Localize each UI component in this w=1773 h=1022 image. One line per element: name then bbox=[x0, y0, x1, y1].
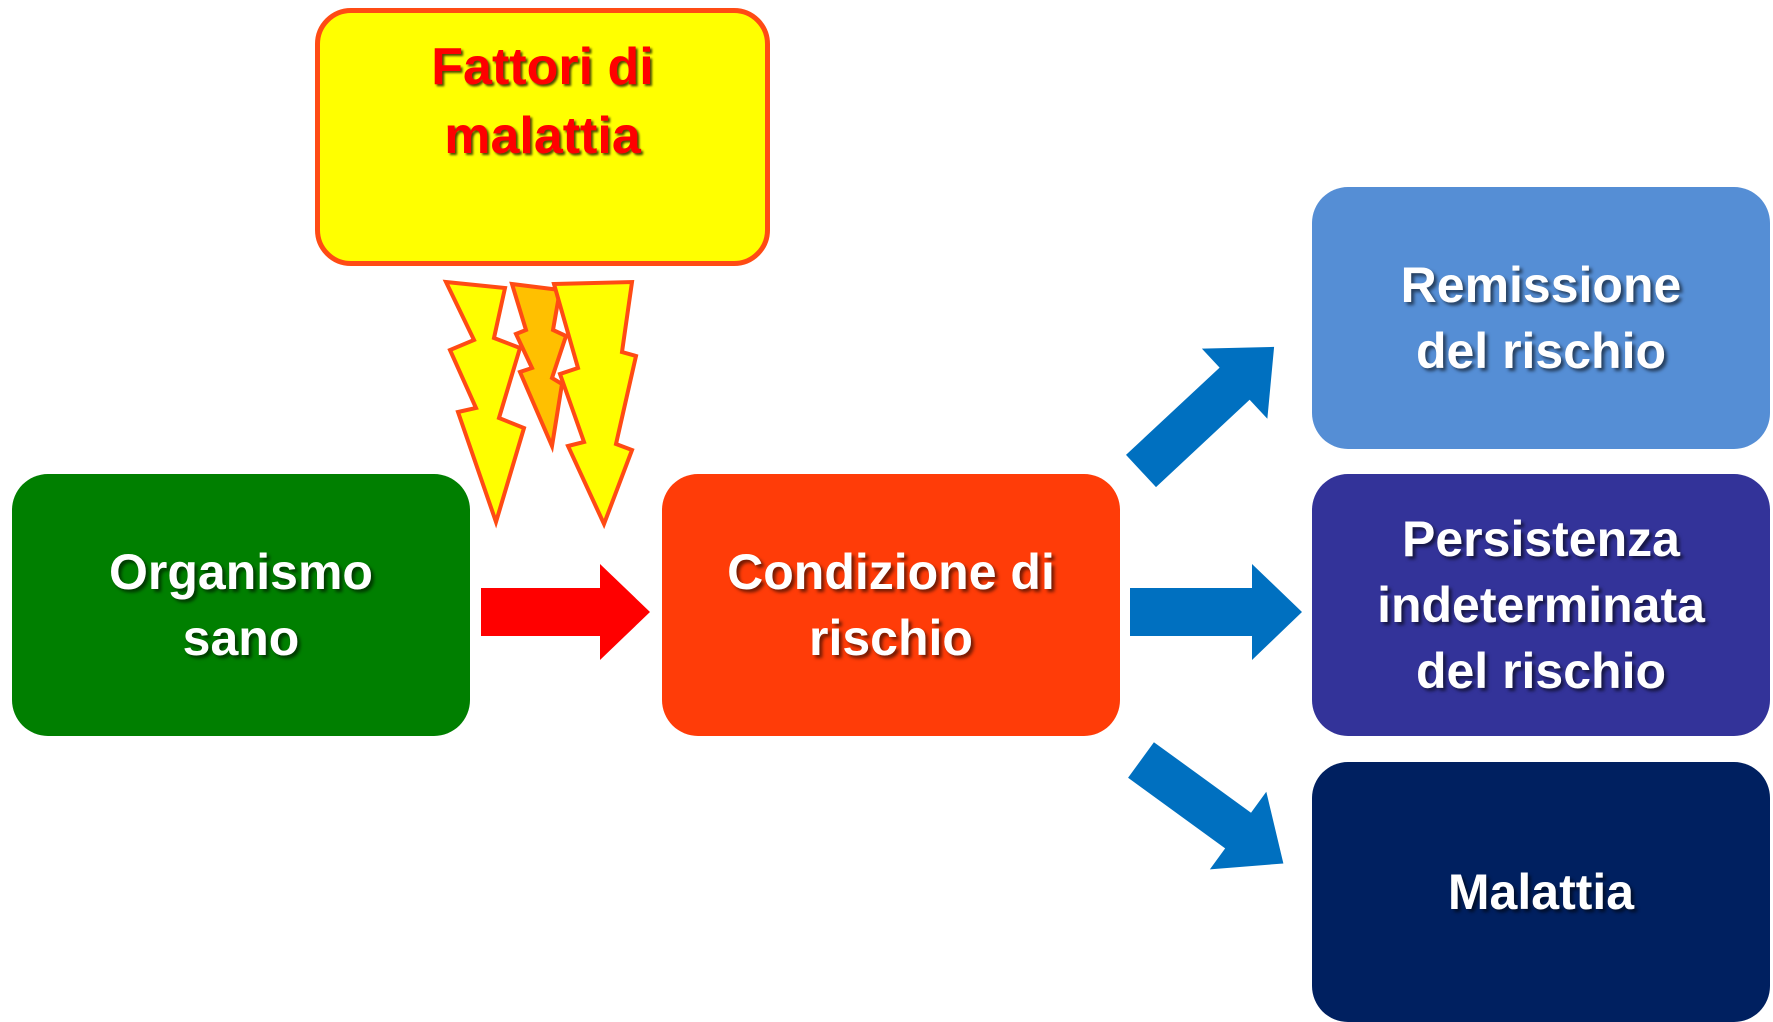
node-condizione-label: Condizione di rischio bbox=[727, 544, 1055, 666]
arrow-condizione-to-malattia bbox=[1128, 742, 1284, 870]
arrow-organismo-to-condizione bbox=[481, 564, 650, 660]
node-condizione-di-rischio: Condizione di rischio bbox=[662, 474, 1120, 736]
node-fattori-label: Fattori di malattia bbox=[431, 38, 654, 165]
lightning-bolt-icon bbox=[442, 279, 639, 530]
node-persistenza-indeterminata: Persistenza indeterminata del rischio bbox=[1312, 474, 1770, 736]
node-persistenza-label: Persistenza indeterminata del rischio bbox=[1377, 511, 1705, 699]
lightning-bolt-right bbox=[551, 279, 639, 530]
node-malattia-label: Malattia bbox=[1447, 864, 1635, 920]
node-fattori-di-malattia: Fattori di malattia bbox=[315, 8, 770, 266]
node-organismo-sano: Organismo sano bbox=[12, 474, 470, 736]
arrow-condizione-to-remissione bbox=[1125, 346, 1275, 488]
lightning-bolt-left bbox=[442, 279, 527, 529]
node-organismo-label: Organismo sano bbox=[109, 544, 373, 666]
node-remissione-label: Remissione del rischio bbox=[1400, 257, 1682, 379]
node-remissione-del-rischio: Remissione del rischio bbox=[1312, 187, 1770, 449]
lightning-bolt-middle bbox=[509, 281, 569, 454]
arrow-condizione-to-persistenza bbox=[1130, 564, 1302, 660]
node-malattia: Malattia bbox=[1312, 762, 1770, 1022]
